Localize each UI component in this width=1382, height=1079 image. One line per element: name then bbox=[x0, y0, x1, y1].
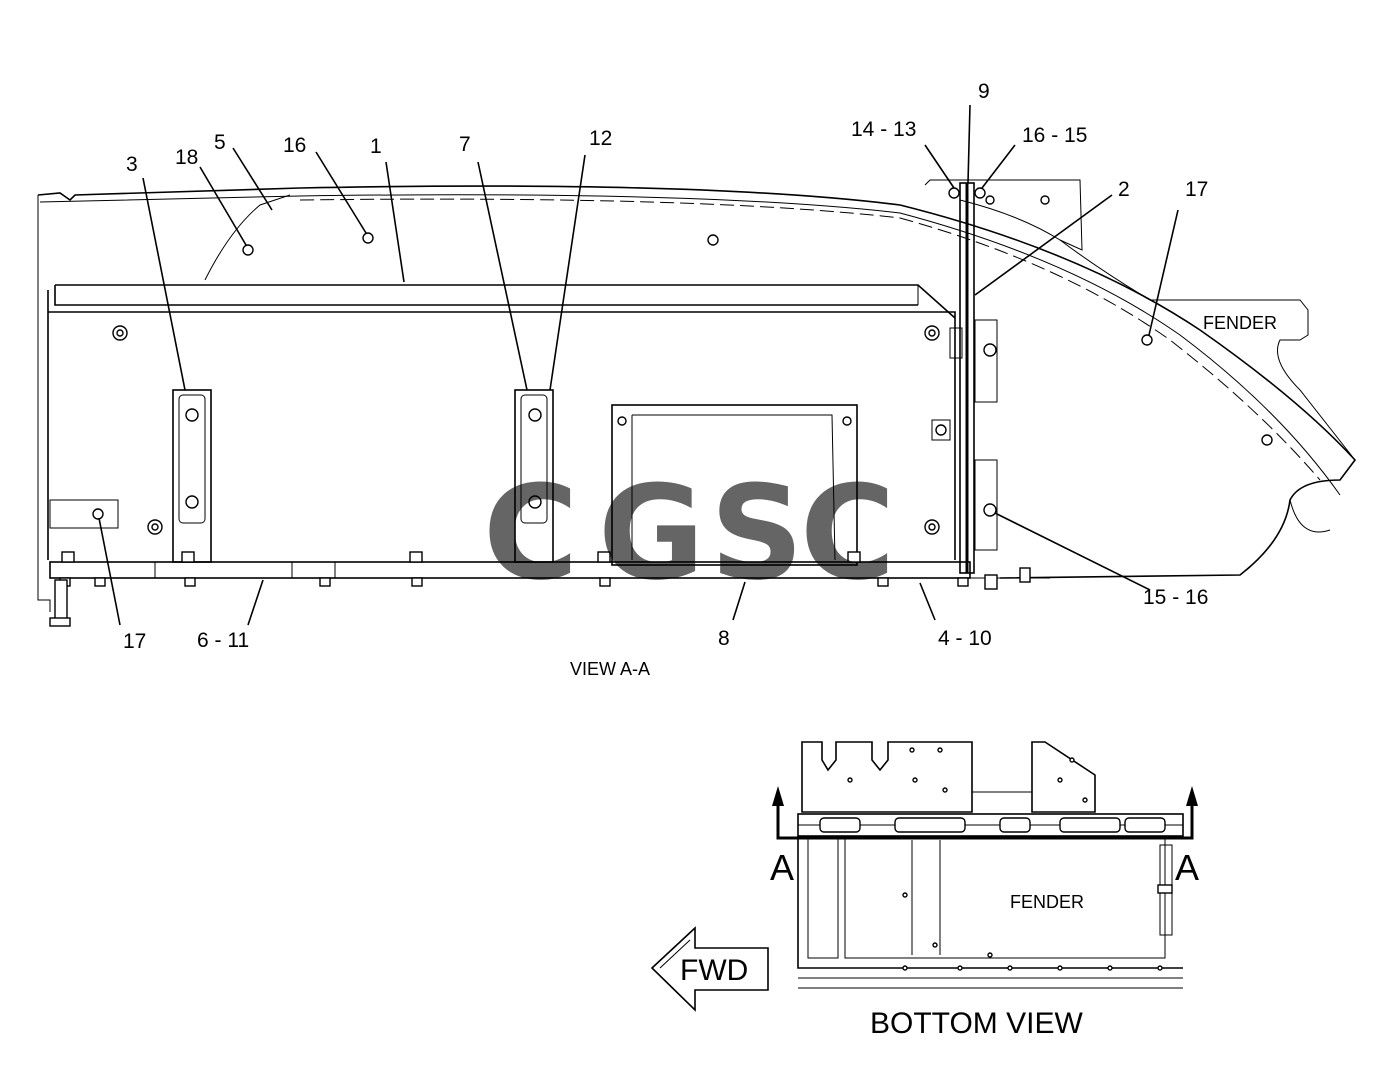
watermark-letter: C bbox=[483, 457, 578, 609]
view-aa-drawing bbox=[37, 104, 1357, 627]
callout-2: 2 bbox=[1118, 178, 1130, 201]
callout-14-13: 14 - 13 bbox=[851, 118, 916, 141]
watermark-letter: G bbox=[598, 457, 705, 609]
watermark-logo: C G S C bbox=[483, 457, 895, 609]
bottom-view-drawing bbox=[650, 741, 1198, 1012]
callout-9: 9 bbox=[978, 80, 990, 103]
callout-5: 5 bbox=[214, 131, 226, 154]
callout-1: 1 bbox=[370, 135, 382, 158]
watermark-letter: S bbox=[710, 457, 804, 609]
callout-8: 8 bbox=[718, 627, 730, 650]
callout-16: 16 bbox=[283, 134, 306, 157]
callout-16-15: 16 - 15 bbox=[1022, 124, 1087, 147]
bottom-view-labels: A A FENDER FWD BOTTOM VIEW bbox=[680, 847, 1199, 1040]
view-aa-caption: VIEW A-A bbox=[570, 659, 650, 679]
section-a-right-label: A bbox=[1175, 847, 1199, 888]
fender-label-top: FENDER bbox=[1203, 313, 1277, 333]
callout-15-16: 15 - 16 bbox=[1143, 586, 1208, 609]
callout-labels: 9 14 - 13 16 - 15 2 17 3 18 5 16 1 7 12 … bbox=[123, 80, 1277, 679]
callout-12: 12 bbox=[589, 127, 612, 150]
fender-label-bottom: FENDER bbox=[1010, 892, 1084, 912]
callout-3: 3 bbox=[126, 153, 138, 176]
watermark-letter: C bbox=[800, 457, 895, 609]
section-a-left-label: A bbox=[770, 847, 794, 888]
bottom-view-caption: BOTTOM VIEW bbox=[870, 1007, 1083, 1040]
callout-18: 18 bbox=[175, 146, 198, 169]
callout-17-right: 17 bbox=[1185, 178, 1208, 201]
fwd-label: FWD bbox=[680, 954, 748, 987]
callout-6-11: 6 - 11 bbox=[197, 629, 249, 652]
callout-7: 7 bbox=[459, 133, 471, 156]
callout-4-10: 4 - 10 bbox=[938, 627, 992, 650]
callout-17-left: 17 bbox=[123, 630, 146, 653]
